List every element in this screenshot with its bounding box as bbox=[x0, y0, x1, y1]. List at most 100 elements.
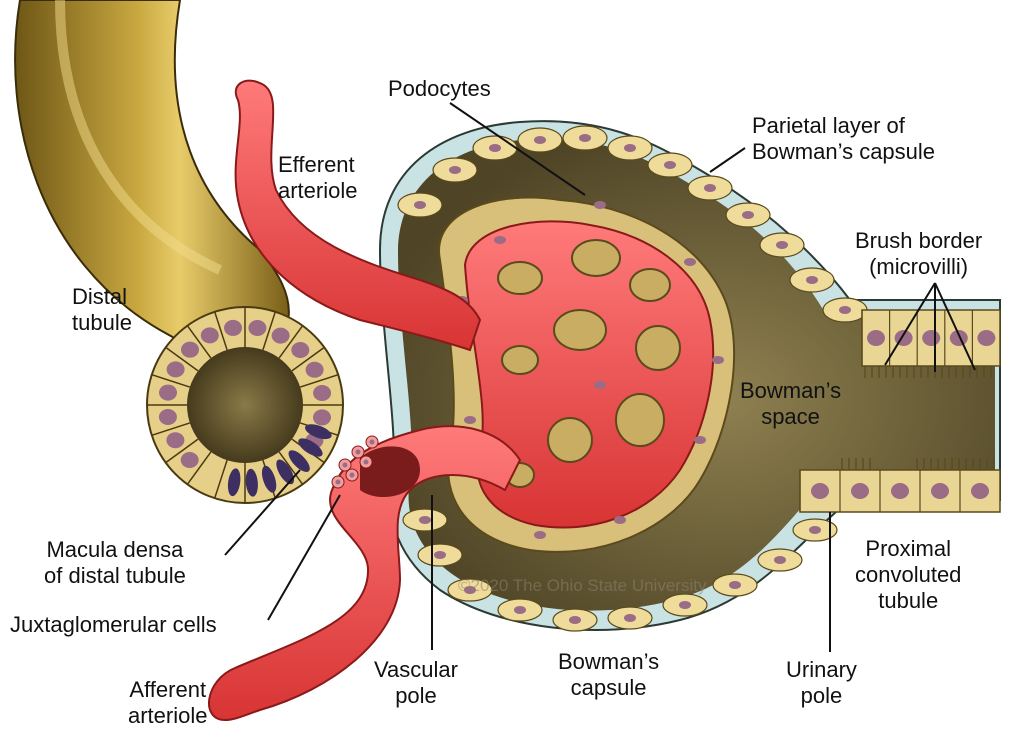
label-urinary-pole: Urinary pole bbox=[786, 657, 857, 708]
cell-border bbox=[214, 311, 228, 351]
label-vascular-pole: Vascular pole bbox=[374, 657, 458, 708]
cell-nucleus bbox=[313, 409, 332, 426]
macula-densa-nucleus bbox=[276, 459, 295, 485]
cell-nucleus bbox=[342, 462, 348, 468]
cell-nucleus bbox=[419, 516, 431, 524]
macula-densa-nucleus bbox=[227, 468, 241, 497]
cell-nucleus bbox=[291, 342, 310, 359]
cell-nucleus bbox=[579, 134, 591, 142]
cell-nucleus bbox=[851, 483, 869, 499]
cell-nucleus bbox=[414, 201, 426, 209]
cell-border bbox=[278, 451, 304, 485]
cell-nucleus bbox=[971, 483, 989, 499]
label-juxtaglomerular-cells: Juxtaglomerular cells bbox=[10, 612, 217, 637]
podocyte-nucleus bbox=[614, 516, 626, 524]
macula-densa-cells bbox=[227, 424, 332, 497]
cell-nucleus bbox=[224, 319, 243, 336]
cell-nucleus bbox=[704, 184, 716, 192]
cell-nucleus bbox=[774, 556, 786, 564]
label-macula-densa: Macula densa of distal tubule bbox=[44, 537, 186, 588]
cell-border bbox=[186, 451, 212, 485]
proximal-tubule-cells bbox=[799, 310, 996, 512]
cell-nucleus bbox=[729, 581, 741, 589]
label-brush-border: Brush border (microvilli) bbox=[855, 228, 983, 279]
cell-nucleus bbox=[158, 408, 177, 425]
cell-nucleus bbox=[624, 614, 636, 622]
label-distal-tubule: Distal tubule bbox=[72, 284, 132, 335]
label-proximal-tubule: Proximal convoluted tubule bbox=[855, 536, 962, 613]
cell-border bbox=[151, 422, 191, 436]
parietal-cell-layer bbox=[397, 125, 868, 632]
podocyte-nuclei bbox=[456, 201, 724, 539]
cell-nucleus bbox=[180, 451, 199, 468]
cell-nucleus bbox=[867, 330, 885, 346]
cell-nucleus bbox=[806, 276, 818, 284]
cell-nucleus bbox=[514, 606, 526, 614]
cell-nucleus bbox=[248, 319, 267, 336]
leader-lines bbox=[224, 102, 976, 652]
juxtaglomerular-cell-cluster bbox=[331, 435, 379, 489]
label-bowmans-capsule: Bowman’s capsule bbox=[558, 649, 660, 700]
cell-nucleus bbox=[464, 586, 476, 594]
cell-nucleus bbox=[776, 241, 788, 249]
cell-nucleus bbox=[949, 330, 968, 346]
podocyte-nucleus bbox=[534, 531, 546, 539]
label-efferent-arteriole: Efferent arteriole bbox=[278, 152, 358, 203]
cell-nucleus bbox=[355, 449, 361, 455]
cell-nucleus bbox=[181, 341, 200, 358]
cell-border bbox=[278, 325, 304, 359]
cell-nucleus bbox=[166, 361, 185, 378]
cell-nucleus bbox=[742, 211, 754, 219]
cell-border bbox=[186, 325, 212, 359]
cell-nucleus bbox=[166, 432, 185, 449]
distal-tubule-lumen bbox=[187, 347, 303, 463]
macula-densa-nucleus bbox=[298, 438, 323, 457]
copyright-watermark: ©2020 The Ohio State University bbox=[458, 576, 707, 595]
cell-nucleus bbox=[664, 161, 676, 169]
cell-nucleus bbox=[369, 439, 375, 445]
macula-densa-nucleus bbox=[261, 465, 277, 493]
cell-border bbox=[262, 311, 276, 351]
cell-nucleus bbox=[313, 385, 332, 402]
cell-nucleus bbox=[158, 384, 177, 401]
podocyte-nucleus bbox=[684, 258, 696, 266]
cell-nucleus bbox=[200, 327, 219, 344]
cell-nucleus bbox=[489, 144, 501, 152]
cell-nucleus bbox=[569, 616, 581, 624]
cell-nucleus bbox=[891, 483, 909, 499]
podocyte-nucleus bbox=[694, 436, 706, 444]
cell-nucleus bbox=[434, 551, 446, 559]
label-podocytes: Podocytes bbox=[388, 76, 491, 101]
distal-tubule-cells bbox=[147, 307, 343, 503]
cell-nucleus bbox=[811, 483, 829, 499]
cell-border bbox=[151, 374, 191, 388]
podocyte-nucleus bbox=[494, 236, 506, 244]
podocyte-nucleus bbox=[594, 381, 606, 389]
cell-nucleus bbox=[977, 330, 996, 346]
podocyte-nucleus bbox=[594, 201, 606, 209]
cell-nucleus bbox=[363, 459, 369, 465]
podocyte-nucleus bbox=[712, 356, 724, 364]
cell-nucleus bbox=[679, 601, 691, 609]
cell-nucleus bbox=[624, 144, 636, 152]
cell-nucleus bbox=[809, 526, 821, 534]
cell-border bbox=[214, 459, 228, 499]
cell-border bbox=[165, 438, 199, 464]
podocyte-nucleus bbox=[464, 416, 476, 424]
cell-nucleus bbox=[335, 479, 341, 485]
efferent-arteriole-shape bbox=[234, 79, 482, 352]
label-bowmans-space: Bowman’s space bbox=[740, 378, 842, 429]
capillary-loop-holes bbox=[497, 239, 681, 488]
label-afferent-arteriole: Afferent arteriole bbox=[128, 677, 208, 728]
cell-border bbox=[165, 346, 199, 372]
cell-nucleus bbox=[349, 472, 355, 478]
label-parietal-layer: Parietal layer of Bowman’s capsule bbox=[752, 113, 936, 164]
cell-border bbox=[299, 374, 339, 388]
macula-densa-nucleus bbox=[304, 424, 332, 440]
cell-nucleus bbox=[305, 361, 324, 378]
cell-nucleus bbox=[839, 306, 851, 314]
afferent-arteriole-shape bbox=[208, 425, 522, 722]
cell-nucleus bbox=[922, 330, 941, 346]
cell-nucleus bbox=[534, 136, 546, 144]
